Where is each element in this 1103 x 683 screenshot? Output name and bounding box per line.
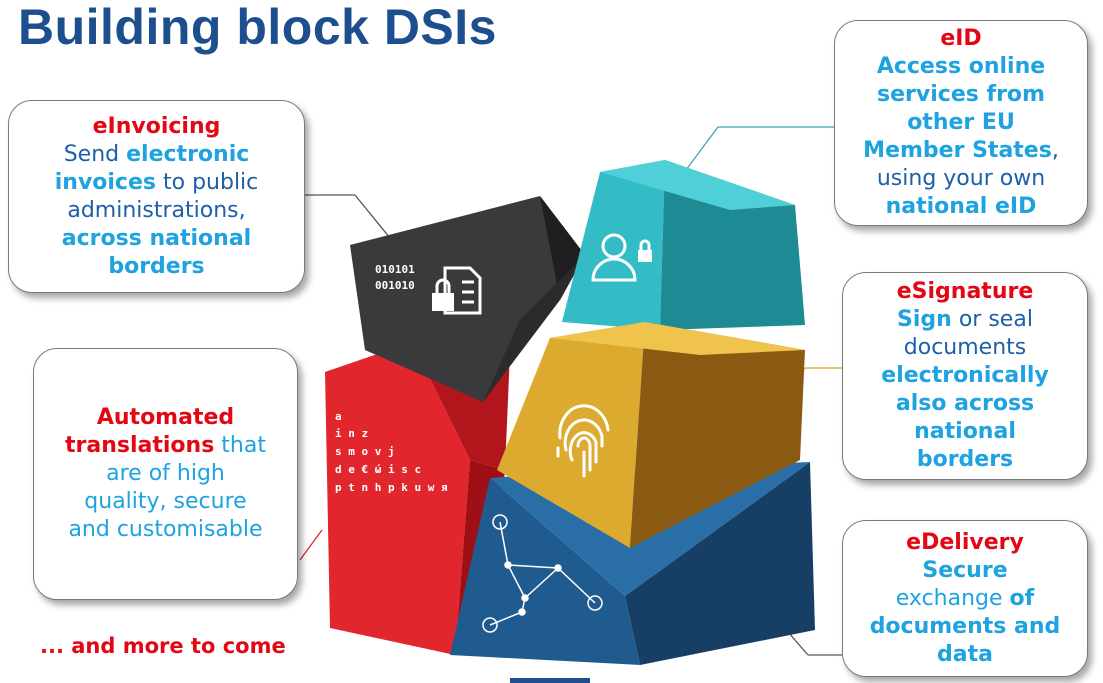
svg-text:a: a	[335, 410, 342, 423]
einvoicing-heading: eInvoicing	[92, 113, 221, 139]
bottom-accent-bar	[510, 678, 590, 683]
page-title: Building block DSIs	[18, 0, 497, 55]
edelivery-heading: eDelivery	[906, 529, 1024, 555]
translations-heading: Automated	[96, 405, 235, 430]
fingerprint-icon	[556, 404, 610, 478]
edelivery-card: eDelivery Secure exchange of documents a…	[842, 520, 1088, 677]
svg-text:d e € ώ i s c: d e € ώ i s c	[335, 463, 421, 476]
svg-text:s m o v j: s m o v j	[335, 445, 395, 458]
esignature-block	[497, 322, 805, 548]
translations-card: Automated translations that are of high …	[33, 348, 298, 600]
letters-graphic: a i n z s m o v j d e € ώ i s c p t n h …	[335, 410, 448, 494]
more-to-come-text: ... and more to come	[40, 634, 286, 658]
esignature-card: eSignature Sign or seal documents electr…	[842, 272, 1088, 480]
connector-translations	[299, 529, 323, 561]
eid-block	[562, 160, 805, 330]
svg-text:p t n h p k u w я: p t n h p k u w я	[335, 481, 448, 494]
document-lock-icon	[432, 266, 482, 315]
svg-text:i n z: i n z	[335, 427, 368, 440]
eid-card: eID Access online services from other EU…	[834, 20, 1088, 226]
user-lock-icon	[591, 233, 652, 282]
binary-line-1: 010101	[375, 263, 415, 276]
einvoicing-card: eInvoicing Send electronic invoices to p…	[8, 100, 305, 293]
network-icon	[482, 514, 603, 633]
eid-heading: eID	[940, 26, 982, 51]
binary-line-2: 001010	[375, 279, 415, 292]
einvoicing-block	[350, 196, 585, 402]
esignature-heading: eSignature	[896, 279, 1034, 304]
